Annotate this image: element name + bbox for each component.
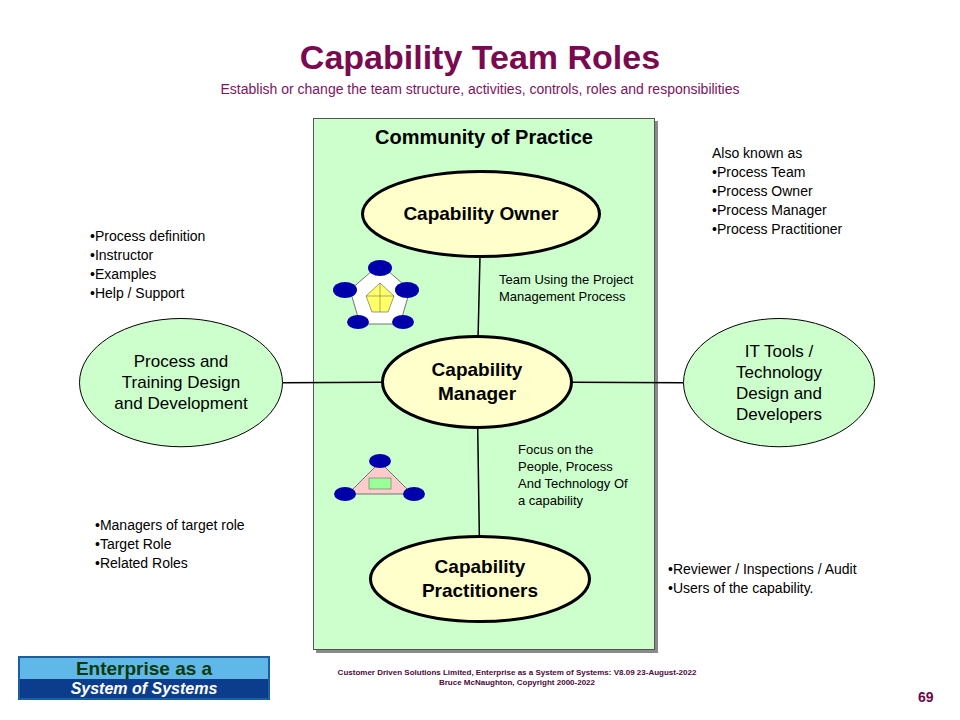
role-note: •Managers of target role [95,516,245,534]
icon-circle [334,487,356,501]
ellipse-outline [683,318,875,447]
role-note: •Target Role [95,535,172,553]
role-note: •Process Practitioner [712,220,842,238]
edge-label: Focus on the People, Process And Technol… [518,441,638,509]
ellipse-outline [369,535,591,623]
icon-circle [347,315,369,329]
role-note: •Process Manager [712,201,827,219]
ellipse-text-holder: Capability Owner [361,170,601,258]
ellipse-text-holder: Capability Practitioners [369,535,591,623]
role-name: Capability Practitioners [400,555,560,603]
connector-line [283,382,381,384]
role-note: •Process definition [90,227,205,245]
icon-circle [392,315,414,329]
connector-line [478,258,480,335]
role-ellipse: Capability Practitioners [369,535,591,623]
edge-label: Team Using the Project Management Proces… [499,271,649,305]
subtitle: Establish or change the team structure, … [20,80,940,98]
role-note: •Related Roles [95,554,188,572]
role-note: •Help / Support [90,284,184,302]
ellipse-shape [383,337,572,428]
role-ellipse: Process and Training Design and Developm… [79,318,283,447]
role-note: •Process Owner [712,182,813,200]
ellipse-text-holder: IT Tools / Technology Design and Develop… [683,318,875,447]
role-ellipse: IT Tools / Technology Design and Develop… [683,318,875,447]
community-panel: Community of PracticeCapability OwnerCap… [313,118,655,650]
pentagon-model-icon [333,260,419,329]
pentagon-core [366,283,394,312]
role-name: Capability Manager [408,358,546,406]
role-name: IT Tools / Technology Design and Develop… [710,341,848,425]
footer-text: 69 [918,688,934,706]
ellipse-outline [381,335,573,429]
role-ellipse: Capability Owner [361,170,601,258]
triangle-core [369,478,391,489]
logo-bottom-text: System of Systems [20,679,268,698]
connector-line [573,382,683,384]
role-note: Also known as [712,144,802,162]
ellipse-text-holder: Capability Manager [381,335,573,429]
ellipse-shape [80,319,283,447]
icon-line [380,283,381,312]
footer-text: Bruce McNaughton, Copyright 2000-2022 [57,678,960,688]
logo-box: Enterprise as aSystem of Systems [18,656,270,700]
triangle-outline [348,462,412,494]
icon-circle [403,487,425,501]
role-name: Capability Owner [395,202,568,226]
role-name: Process and Training Design and Developm… [108,351,255,414]
role-ellipse: Capability Manager [381,335,573,429]
triangle-model-icon [334,454,425,501]
footer-text: Customer Driven Solutions Limited, Enter… [57,668,960,678]
icon-circle [369,454,391,468]
pentagon-outline [350,264,410,324]
role-note: •Process Team [712,163,805,181]
role-note: •Examples [90,265,156,283]
ellipse-shape [684,319,875,447]
role-note: •Users of the capability. [668,579,813,597]
ellipse-shape [371,537,590,622]
icon-circle [333,282,357,298]
ellipse-text-holder: Process and Training Design and Developm… [79,318,283,447]
connector-line [478,429,480,535]
panel-heading: Community of Practice [314,126,654,149]
icon-circle [368,260,392,276]
icon-circle [395,282,419,298]
logo-top-text: Enterprise as a [20,658,268,679]
icon-line [366,296,394,297]
role-note: •Reviewer / Inspections / Audit [668,560,857,578]
role-note: •Instructor [90,246,153,264]
ellipse-shape [363,172,600,257]
diagram-title: Capability Team Roles [0,38,960,77]
